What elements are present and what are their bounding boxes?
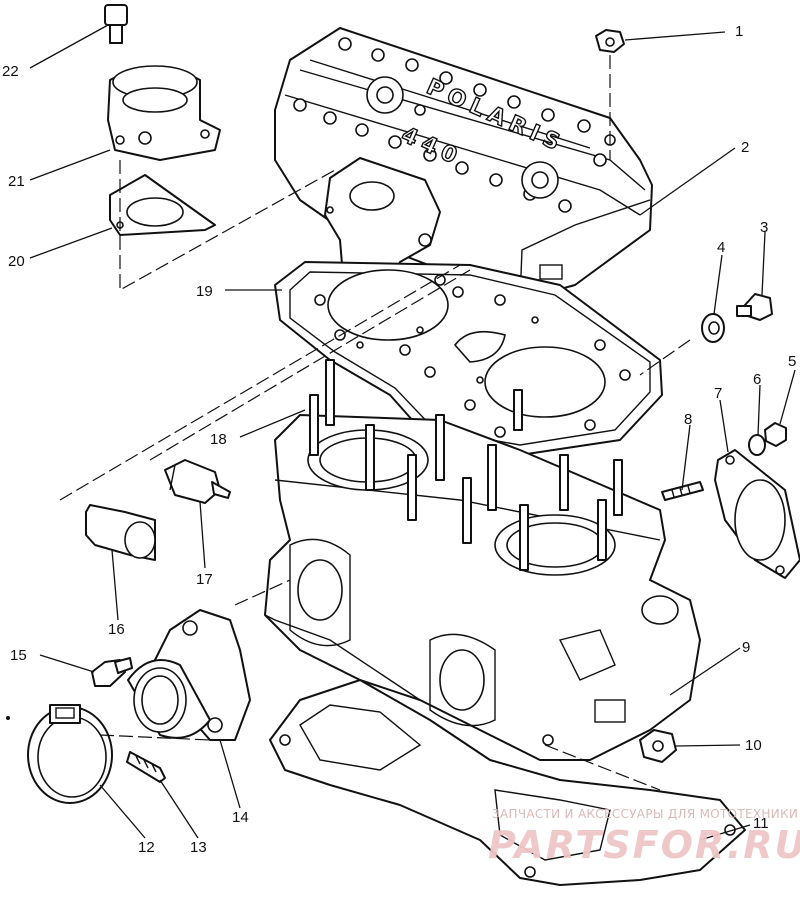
intake-flange: [127, 609, 251, 741]
base-nut: [639, 729, 677, 763]
assembly-dashed-lines: [59, 55, 691, 791]
callout-20: 20: [8, 253, 25, 270]
hose-fitting: [85, 504, 156, 561]
watermark-site: PARTSFOR.RU: [488, 823, 800, 867]
flange-nut: [764, 422, 787, 447]
cylinder-head-cover: POLARIS 440: [274, 27, 653, 301]
thermostat-housing: [107, 65, 221, 161]
flange-bolt: [91, 657, 133, 687]
stray-dot: [6, 716, 10, 720]
callout-15: 15: [10, 647, 27, 664]
callout-8: 8: [684, 411, 692, 428]
clamp-screw: [126, 751, 166, 783]
callout-1: 1: [735, 23, 743, 40]
temperature-sensor: [164, 459, 231, 504]
callout-21: 21: [8, 173, 25, 190]
base-gasket: [269, 679, 746, 886]
callout-17: 17: [196, 571, 213, 588]
housing-bolt: [104, 4, 128, 44]
sealing-washer: [701, 313, 725, 343]
exhaust-stud: [661, 481, 704, 501]
callout-4: 4: [717, 239, 725, 256]
callout-13: 13: [190, 839, 207, 856]
callout-19: 19: [196, 283, 213, 300]
callout-16: 16: [108, 621, 125, 638]
callout-22: 22: [2, 63, 19, 80]
fitting-bolt: [736, 293, 773, 321]
callout-6: 6: [753, 371, 761, 388]
callout-11: 11: [753, 815, 769, 832]
callout-labels: 1 2 3 4 5 6 7 8 9 10 11 12 13 14 15 16 1…: [2, 23, 796, 856]
leader-lines: [29, 24, 796, 841]
watermark-tagline: ЗАПЧАСТИ И АКСЕССУАРЫ ДЛЯ МОТОТЕХНИКИ: [492, 807, 798, 821]
cylinder-studs: [309, 359, 623, 571]
callout-9: 9: [742, 639, 750, 656]
flange-washer: [748, 434, 766, 456]
callout-7: 7: [714, 385, 722, 402]
callout-10: 10: [745, 737, 762, 754]
callout-14: 14: [232, 809, 249, 826]
callout-3: 3: [760, 219, 768, 236]
callout-12: 12: [138, 839, 155, 856]
exhaust-gasket: [714, 449, 800, 579]
gasket-bolt-holes: [314, 274, 631, 438]
cylinder-block: [264, 414, 701, 761]
spark-plug-bosses: [366, 76, 559, 199]
callout-2: 2: [741, 139, 749, 156]
callout-5: 5: [788, 353, 796, 370]
callout-18: 18: [210, 431, 227, 448]
watermark: ЗАПЧАСТИ И АКСЕССУАРЫ ДЛЯ МОТОТЕХНИКИ PA…: [488, 807, 800, 867]
cover-nut: [595, 29, 625, 53]
hose-clamp: [27, 704, 113, 804]
thermostat-gasket: [109, 174, 216, 236]
